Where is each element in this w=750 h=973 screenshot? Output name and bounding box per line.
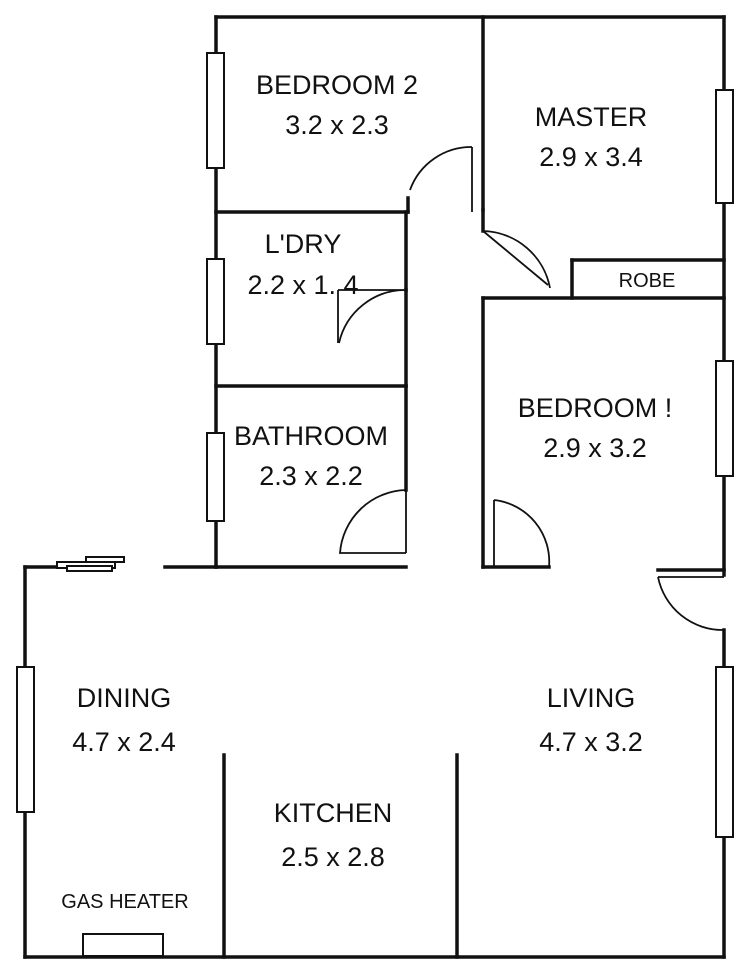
room-dims-kitchen: 2.5 x 2.8 [281, 842, 385, 872]
room-labels: BEDROOM 2 3.2 x 2.3 MASTER 2.9 x 3.4 L'D… [61, 70, 675, 913]
sliding-door-panel-2 [66, 565, 113, 572]
room-name-robe: ROBE [619, 270, 676, 292]
room-name-dining: DINING [77, 683, 172, 713]
door-laundry [338, 289, 407, 344]
room-name-bedroom2: BEDROOM 2 [256, 70, 418, 100]
windows [16, 52, 734, 957]
room-name-bedroom1: BEDROOM ! [518, 393, 673, 423]
room-dims-bedroom2: 3.2 x 2.3 [285, 110, 389, 140]
room-dims-laundry: 2.2 x 1. 4 [247, 270, 358, 300]
door-bathroom [339, 489, 407, 554]
room-dims-dining: 4.7 x 2.4 [72, 727, 176, 757]
room-name-master: MASTER [535, 102, 648, 132]
window-bedroom1 [715, 360, 734, 477]
window-living [715, 666, 734, 838]
door-master [482, 230, 551, 289]
door-bedroom1 [493, 499, 551, 568]
room-name-bathroom: BATHROOM [234, 421, 388, 451]
gas-heater-unit [82, 933, 164, 957]
room-name-laundry: L'DRY [265, 229, 342, 259]
door-bedroom2 [409, 146, 473, 212]
room-dims-bathroom: 2.3 x 2.2 [259, 461, 363, 491]
room-dims-living: 4.7 x 3.2 [539, 727, 643, 757]
sliding-door-panel-3 [85, 556, 125, 563]
door-living [657, 576, 725, 631]
window-dining [16, 666, 35, 813]
window-master [715, 89, 734, 204]
window-bedroom2 [206, 52, 225, 169]
window-laundry [206, 258, 225, 345]
gas-heater-label: GAS HEATER [61, 891, 188, 913]
room-name-kitchen: KITCHEN [274, 798, 393, 828]
doors [337, 146, 725, 631]
room-name-living: LIVING [547, 683, 636, 713]
room-dims-bedroom1: 2.9 x 3.2 [543, 433, 647, 463]
window-bathroom [206, 432, 225, 522]
room-dims-master: 2.9 x 3.4 [539, 142, 643, 172]
